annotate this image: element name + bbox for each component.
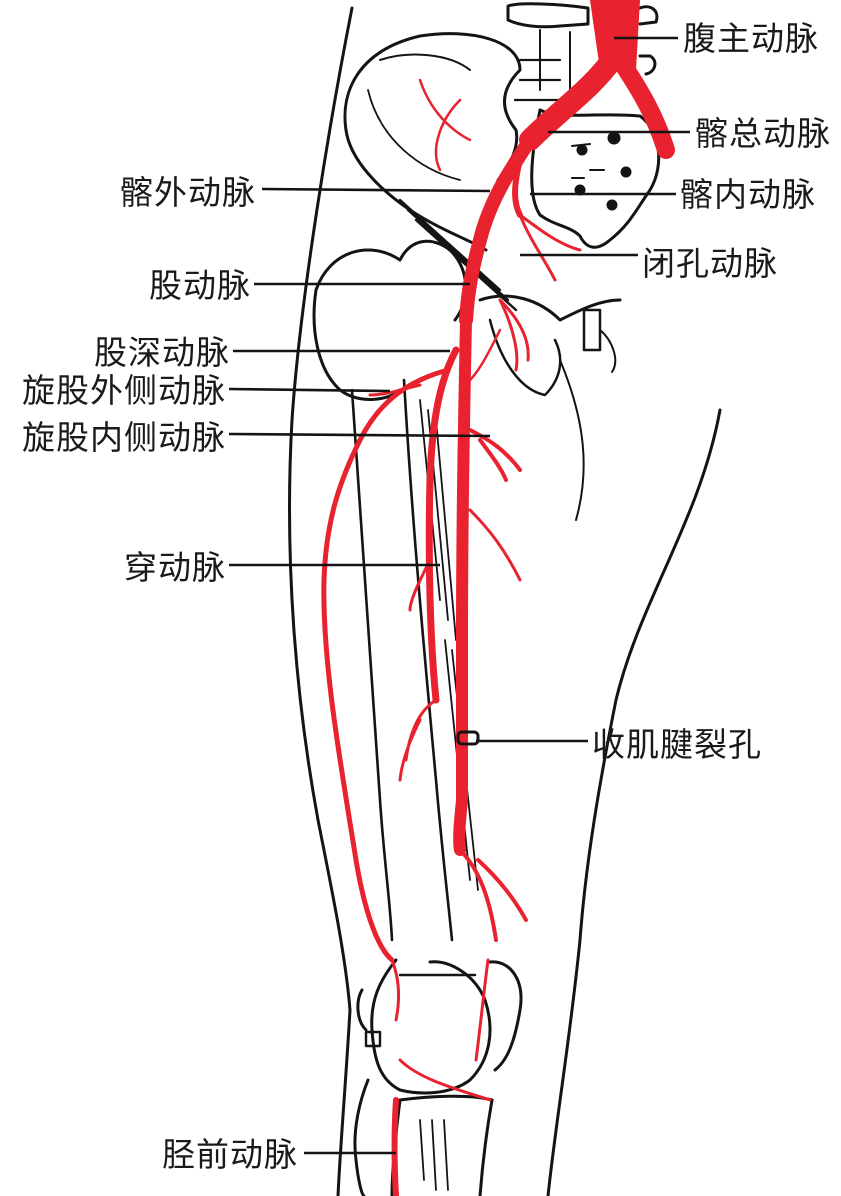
adductor-hiatus-ring	[456, 730, 480, 746]
label-abdominal-aorta: 腹主动脉	[683, 19, 819, 58]
label-external-iliac-artery: 髂外动脉	[120, 173, 256, 212]
label-common-iliac-artery: 髂总动脉	[695, 114, 831, 153]
deep-femoral-vessel	[425, 346, 460, 704]
external-iliac-vessel	[459, 133, 537, 327]
label-obturator-artery: 闭孔动脉	[642, 244, 778, 283]
perforating-vessels	[398, 508, 522, 782]
label-adductor-hiatus: 收肌腱裂孔	[592, 725, 762, 764]
label-internal-iliac-artery: 髂内动脉	[680, 175, 816, 214]
obturator-vessel	[498, 298, 530, 372]
medial-circumflex-vessel	[468, 428, 522, 482]
label-deep-femoral-artery: 股深动脉	[94, 333, 230, 372]
vertebrae	[506, 2, 659, 102]
label-anterior-tibial-artery: 胫前动脉	[162, 1135, 298, 1174]
abdominal-aorta-vessel	[590, 0, 640, 70]
leader-lines	[228, 36, 690, 1155]
body-outline	[288, 6, 722, 1196]
common-iliac-right	[611, 51, 675, 159]
lateral-circumflex-vessel	[321, 367, 451, 963]
label-femoral-artery: 股动脉	[149, 266, 251, 305]
knee-joint	[353, 958, 523, 1196]
ilium	[343, 32, 522, 312]
label-lateral-circumflex-femoral-artery: 旋股外侧动脉	[22, 371, 226, 410]
femoral-artery-vessel	[453, 314, 472, 856]
arteries	[321, 0, 675, 1196]
anterior-tibial-vessel	[391, 1097, 399, 1196]
label-medial-circumflex-femoral-artery: 旋股内侧动脉	[22, 418, 226, 457]
label-perforating-arteries: 穿动脉	[124, 548, 226, 587]
internal-iliac-vessel	[512, 157, 523, 218]
common-iliac-left	[519, 49, 623, 151]
